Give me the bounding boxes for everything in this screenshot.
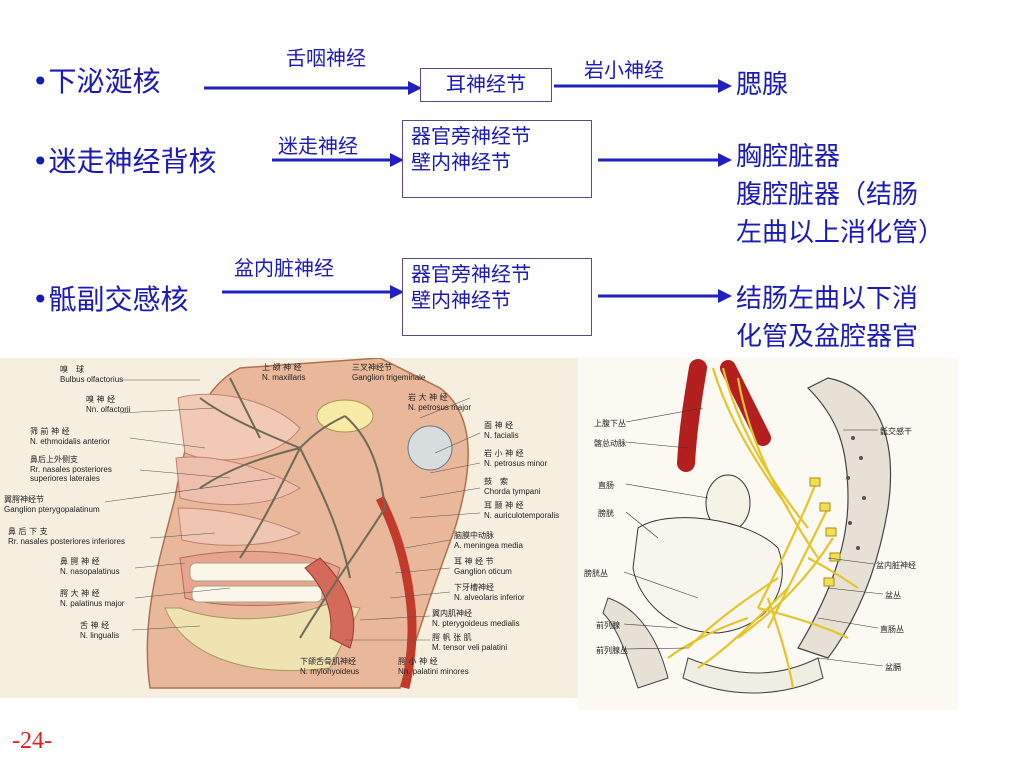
lbl-otic-ganglion-la: Ganglion oticum <box>454 567 512 576</box>
label-pelvic-splanchnic-nerve: 盆内脏神经 <box>234 256 334 280</box>
head-bottom-labels: 下颌舌骨肌神经 N. mylohyoideus 腭 小 神 经 Nn. pala… <box>300 656 469 676</box>
lbl-trigeminal-ganglion-zh: 三叉神经节 <box>352 362 392 372</box>
lbl-lesser-palatine-zh: 腭 小 神 经 <box>398 656 438 666</box>
lbl-olfactory-bulb-zh: 嗅 球 <box>60 364 84 374</box>
lbl-tensor-veli-palatini-la: M. tensor veli palatini <box>432 643 507 652</box>
lbl-mylohyoid-la: N. mylohyoideus <box>300 667 359 676</box>
lbl-post-inf-nasal-la: Rr. nasales posteriores inferiores <box>8 537 125 546</box>
lbl-lesser-petrosal-la: N. petrosus minor <box>484 459 547 468</box>
lbl-lesser-palatine-la: Nn. palatini minores <box>398 667 469 676</box>
lbl-common-iliac-artery: 髂总动脉 <box>594 438 626 448</box>
arrow-row1-post <box>554 79 732 93</box>
lbl-tensor-veli-palatini-zh: 腭 帆 张 肌 <box>432 632 472 642</box>
head-right-labels: 岩 大 神 经 N. petrosus major 面 神 经 N. facia… <box>408 392 559 652</box>
lbl-post-inf-nasal-zh: 鼻 后 下 支 <box>8 526 48 536</box>
head-left-labels: 嗅 球 Bulbus olfactorius 嗅 神 经 Nn. olfacto… <box>4 364 131 640</box>
lbl-middle-meningeal-la: A. meningea media <box>454 541 523 550</box>
head-anatomy-illustration: 嗅 球 Bulbus olfactorius 嗅 神 经 Nn. olfacto… <box>4 358 559 690</box>
nucleus-sacral-parasympathetic: •骶副交感核 <box>32 283 189 316</box>
lbl-olfactory-nerves-la: Nn. olfactorii <box>86 405 131 414</box>
lbl-maxillary-zh: 上 颌 神 经 <box>262 362 302 372</box>
paraorgan-ganglion-label: 器官旁神经节 <box>411 262 531 286</box>
label-glossopharyngeal-nerve: 舌咽神经 <box>286 46 366 70</box>
lbl-auriculotemporal-la: N. auriculotemporalis <box>484 511 559 520</box>
lbl-medial-pterygoid-la: N. pterygoideus medialis <box>432 619 520 628</box>
lbl-greater-petrosal-zh: 岩 大 神 经 <box>408 392 448 402</box>
lbl-anterior-ethmoidal-la: N. ethmoidalis anterior <box>30 437 110 446</box>
lbl-pelvic-splanchnic-nerves: 盆内脏神经 <box>876 560 916 570</box>
lbl-maxillary-la: N. maxillaris <box>262 373 306 382</box>
lbl-nasopalatine-la: N. nasopalatinus <box>60 567 120 576</box>
target-pelvic-organs: 化管及盆腔器官 <box>736 322 919 352</box>
intramural-ganglion-label: 壁内神经节 <box>411 288 511 312</box>
lbl-facial-zh: 面 神 经 <box>484 420 513 430</box>
lbl-mylohyoid-zh: 下颌舌骨肌神经 <box>300 656 356 666</box>
target-abdominal-organs-cont: 左曲以上消化管） <box>736 218 945 248</box>
arrow-row3-post <box>598 289 732 303</box>
lbl-trigeminal-ganglion-la: Ganglion trigeminale <box>352 373 426 382</box>
lbl-pterygopalatine-ganglion-zh: 翼腭神经节 <box>4 494 44 504</box>
arrow-row2-pre <box>272 153 404 167</box>
lbl-olfactory-bulb-la: Bulbus olfactorius <box>60 375 123 384</box>
box-paraorgan-intramural-ganglion-row2: 器官旁神经节 壁内神经节 <box>402 120 592 198</box>
lbl-pelvic-plexus: 盆丛 <box>885 590 901 600</box>
lbl-lingual-la: N. lingualis <box>80 631 119 640</box>
lbl-auriculotemporal-zh: 耳 颞 神 经 <box>484 500 524 510</box>
box-paraorgan-intramural-ganglion-row3: 器官旁神经节 壁内神经节 <box>402 258 592 336</box>
lbl-post-sup-lat-nasal-la1: Rr. nasales posteriores <box>30 465 112 474</box>
nucleus-inferior-salivatory: •下泌涎核 <box>32 65 161 98</box>
target-abdominal-organs: 腹腔脏器（结肠 <box>736 180 919 210</box>
targets-row3: 结肠左曲以下消 化管及盆腔器官 <box>736 280 918 356</box>
lbl-facial-la: N. facialis <box>484 431 519 440</box>
lbl-post-sup-lat-nasal-la2: superiores laterales <box>30 474 100 483</box>
lbl-vesical-plexus: 膀胱丛 <box>584 568 608 578</box>
nucleus-dorsal-vagal: •迷走神经背核 <box>32 145 217 178</box>
lbl-greater-palatine-zh: 腭 大 神 经 <box>60 588 100 598</box>
lbl-chorda-tympani-la: Chorda tympani <box>484 487 541 496</box>
lbl-olfactory-nerves-zh: 嗅 神 经 <box>86 394 115 404</box>
lbl-inferior-alveolar-la: N. alveolaris inferior <box>454 593 525 602</box>
lbl-nasopalatine-zh: 鼻 腭 神 经 <box>60 556 100 566</box>
lbl-lingual-zh: 舌 神 经 <box>80 620 109 630</box>
lbl-rectal-plexus: 直肠丛 <box>880 624 904 634</box>
arrow-row2-post <box>598 153 732 167</box>
lbl-inferior-alveolar-zh: 下牙槽神经 <box>454 582 494 592</box>
lbl-prostate: 前列腺 <box>596 620 620 630</box>
lbl-chorda-tympani-zh: 鼓 索 <box>484 476 508 486</box>
lbl-sacral-sympathetic-trunk: 骶交感干 <box>880 426 912 436</box>
page-number: -24- <box>12 728 52 754</box>
lbl-anterior-ethmoidal-zh: 筛 前 神 经 <box>30 426 70 436</box>
arrow-row1-pre <box>204 81 422 95</box>
lbl-greater-palatine-la: N. palatinus major <box>60 599 125 608</box>
pelvis-anatomy-illustration: 上腹下丛 髂总动脉 直肠 膀胱 骶交感干 盆内脏神经 盆丛 直肠丛 盆膈 前列腺… <box>584 359 916 694</box>
lbl-superior-hypogastric-plexus: 上腹下丛 <box>594 418 626 428</box>
target-parotid-gland: 腮腺 <box>736 70 789 100</box>
target-thoracic-organs: 胸腔脏器 <box>736 142 841 172</box>
label-lesser-petrosal-nerve: 岩小神经 <box>584 58 664 82</box>
pelvis-anatomy-figure: 上腹下丛 髂总动脉 直肠 膀胱 骶交感干 盆内脏神经 盆丛 直肠丛 盆膈 前列腺… <box>578 358 958 710</box>
box-otic-ganglion: 耳神经节 <box>420 68 552 102</box>
lbl-middle-meningeal-zh: 脑膜中动脉 <box>454 530 494 540</box>
lbl-pelvic-diaphragm: 盆膈 <box>885 662 901 672</box>
targets-row2: 胸腔脏器 腹腔脏器（结肠 左曲以上消化管） <box>736 138 944 252</box>
otic-ganglion-label: 耳神经节 <box>446 72 526 96</box>
lbl-lesser-petrosal-zh: 岩 小 神 经 <box>484 448 524 458</box>
lbl-post-sup-lat-nasal-zh: 鼻后上外侧支 <box>30 454 78 464</box>
lbl-medial-pterygoid-zh: 翼内肌神经 <box>432 608 472 618</box>
lbl-otic-ganglion-zh: 耳 神 经 节 <box>454 556 494 566</box>
paraorgan-ganglion-label: 器官旁神经节 <box>411 124 531 148</box>
intramural-ganglion-label: 壁内神经节 <box>411 150 511 174</box>
head-anatomy-figure: 嗅 球 Bulbus olfactorius 嗅 神 经 Nn. olfacto… <box>0 358 590 698</box>
lbl-prostatic-plexus: 前列腺丛 <box>596 645 628 655</box>
lbl-pterygopalatine-ganglion-la: Ganglion pterygopalatinum <box>4 505 100 514</box>
label-vagus-nerve: 迷走神经 <box>278 134 358 158</box>
arrow-row3-pre <box>222 285 404 299</box>
lbl-bladder: 膀胱 <box>598 508 614 518</box>
head-top-labels: 上 颌 神 经 N. maxillaris 三叉神经节 Ganglion tri… <box>262 362 426 382</box>
lbl-greater-petrosal-la: N. petrosus major <box>408 403 471 412</box>
target-colon-below-left-flexure: 结肠左曲以下消 <box>736 284 919 314</box>
lbl-rectum: 直肠 <box>598 480 614 490</box>
